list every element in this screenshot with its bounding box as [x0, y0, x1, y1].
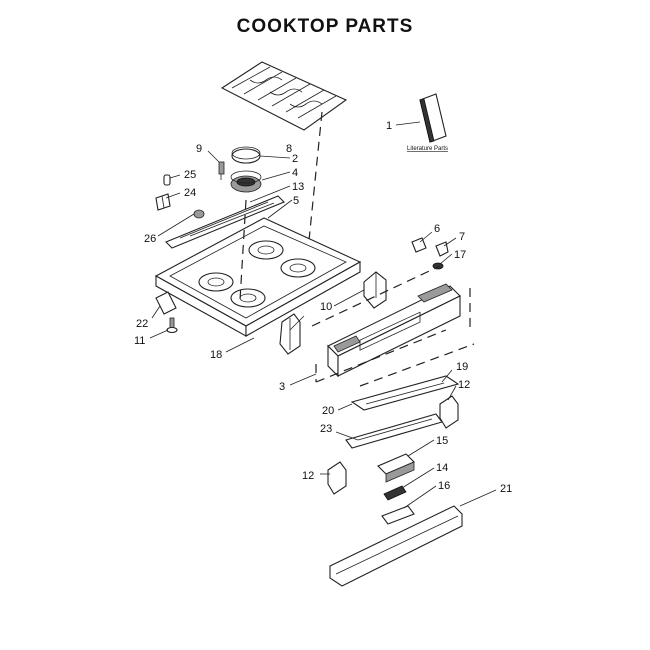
callout-20: 20 [322, 405, 334, 417]
mounting-bracket-left-part[interactable] [327, 461, 347, 495]
cooktop-screw-part[interactable] [166, 317, 178, 334]
grate-guide-line [305, 111, 323, 271]
panel-guide-mid [315, 329, 447, 383]
callout-14: 14 [436, 462, 448, 474]
callout-13: 13 [292, 181, 304, 193]
grate-part[interactable] [220, 61, 348, 131]
callout-25: 25 [184, 169, 196, 181]
control-panel-part[interactable] [327, 283, 461, 378]
callout-18: 18 [210, 349, 222, 361]
mounting-bracket-right-part[interactable] [439, 395, 459, 429]
leader-lines [149, 121, 497, 509]
callout-8: 8 [286, 143, 292, 155]
burner-tube-part[interactable] [165, 195, 285, 249]
callout-15: 15 [436, 435, 448, 447]
knob-part[interactable] [411, 237, 427, 253]
burner-base-part[interactable] [230, 170, 262, 193]
igniter-electrode-part[interactable] [218, 161, 225, 180]
valve-bracket-part[interactable] [155, 193, 171, 211]
page-title: COOKTOP PARTS [236, 16, 414, 37]
callout-4: 4 [292, 167, 298, 179]
burner-cap-part[interactable] [231, 146, 261, 164]
callout-16: 16 [438, 480, 450, 492]
callout-7: 7 [459, 231, 465, 243]
callout-24: 24 [184, 187, 196, 199]
side-bracket-left-part[interactable] [279, 313, 301, 355]
callout-3: 3 [279, 381, 285, 393]
callout-5: 5 [293, 195, 299, 207]
orifice-part[interactable] [163, 174, 171, 186]
callout-9: 9 [196, 143, 202, 155]
switch-spring-part[interactable] [383, 485, 407, 501]
switch-part[interactable] [381, 505, 415, 525]
front-trim-part[interactable] [329, 505, 463, 587]
panel-guide-top [311, 265, 441, 327]
callout-1: 1 [386, 120, 392, 132]
callout-11: 11 [134, 335, 145, 347]
panel-guide-low [359, 343, 475, 387]
callout-21: 21 [500, 483, 512, 495]
callout-6: 6 [434, 223, 440, 235]
callout-2: 2 [292, 153, 298, 165]
left-bracket-part[interactable] [155, 291, 177, 315]
spring-part[interactable] [193, 209, 205, 219]
callout-12a: 12 [458, 379, 470, 391]
callout-10: 10 [320, 301, 332, 313]
burner-guide-line [239, 199, 247, 301]
callout-17: 17 [454, 249, 466, 261]
side-bracket-right-part[interactable] [363, 271, 387, 309]
callout-19: 19 [456, 361, 468, 373]
literature-parts-label: Literature Parts [407, 146, 448, 152]
literature-parts[interactable] [419, 93, 447, 143]
callout-23: 23 [320, 423, 332, 435]
cooktop-main-top[interactable] [154, 217, 362, 337]
callout-12b: 12 [302, 470, 314, 482]
control-frame-part[interactable] [350, 375, 460, 411]
callout-26: 26 [144, 233, 156, 245]
switch-housing-part[interactable] [377, 453, 415, 483]
callout-22: 22 [136, 318, 148, 330]
mounting-plate-part[interactable] [345, 413, 443, 449]
